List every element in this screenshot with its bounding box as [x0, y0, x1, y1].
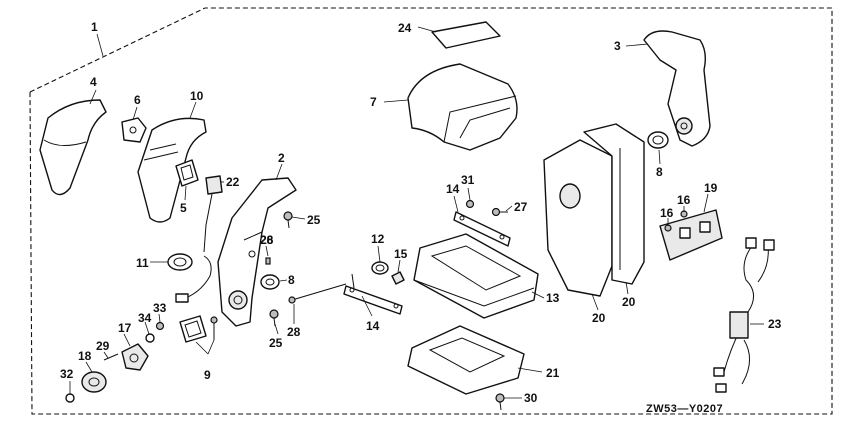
callout-8b: 8	[656, 165, 663, 179]
callout-20b: 20	[622, 295, 636, 309]
callout-21: 21	[546, 366, 560, 380]
part-cover-4	[39, 99, 107, 196]
callout-2: 2	[278, 151, 285, 165]
callout-26: 26	[260, 233, 274, 247]
callout-13: 13	[546, 291, 560, 305]
drawing-code: ZW53—Y0207	[646, 403, 723, 415]
callout-14a: 14	[446, 182, 460, 196]
callout-10: 10	[190, 89, 204, 103]
part-nut-33	[155, 321, 165, 331]
callout-labels: 1 2 3 4 5 6 7 8 8 9 10 11 12 13 14 14 15…	[60, 20, 782, 405]
callout-28a: 28	[260, 233, 274, 247]
part-grommet-11	[167, 253, 193, 271]
callout-19: 19	[704, 181, 718, 195]
part-cover-10	[137, 117, 207, 223]
part-pin-26	[265, 257, 271, 265]
part-tray-13	[413, 233, 539, 319]
callout-24: 24	[398, 21, 412, 35]
part-clip-6	[121, 117, 147, 143]
part-clamp-12	[371, 261, 389, 275]
callout-31: 31	[461, 173, 475, 187]
part-nut-31	[465, 199, 475, 209]
part-label-24	[431, 21, 501, 49]
leader-lines	[69, 26, 764, 399]
part-ring-8a	[260, 274, 280, 290]
callout-25a: 25	[307, 213, 321, 227]
part-top-cover-7	[407, 63, 518, 151]
part-switch-22	[203, 175, 223, 253]
part-panel-20a	[543, 139, 613, 297]
part-knob-18	[81, 371, 107, 393]
assembly-frame	[29, 7, 833, 415]
callout-22: 22	[226, 175, 240, 189]
callout-32: 32	[60, 367, 74, 381]
callout-17: 17	[118, 321, 132, 335]
part-bracket-14a	[453, 211, 511, 247]
callout-9: 9	[204, 368, 211, 382]
callout-18: 18	[78, 349, 92, 363]
part-pin-15	[391, 271, 405, 285]
callout-30: 30	[524, 391, 538, 405]
part-ring-8b	[647, 131, 669, 149]
callout-34: 34	[138, 311, 152, 325]
callout-1: 1	[91, 20, 98, 34]
callout-27: 27	[514, 200, 528, 214]
part-plate-9	[179, 315, 218, 343]
part-screw-25b	[269, 309, 279, 327]
callout-7: 7	[370, 95, 377, 109]
part-harness-23	[713, 237, 775, 393]
callout-4: 4	[90, 75, 97, 89]
callout-23: 23	[768, 317, 782, 331]
part-switch-panel-19	[659, 209, 723, 261]
callout-6: 6	[134, 93, 141, 107]
wire-connector-left	[175, 293, 189, 303]
part-washer-34	[145, 333, 155, 343]
part-bracket-14b	[343, 273, 403, 315]
part-cap-32	[65, 393, 75, 403]
part-bolt-28	[288, 283, 347, 304]
wire-harness-left	[179, 255, 212, 301]
part-bracket-17	[121, 343, 149, 371]
part-screw-30	[495, 393, 505, 411]
callout-14b: 14	[366, 319, 380, 333]
callout-12: 12	[371, 232, 385, 246]
callout-29: 29	[96, 339, 110, 353]
callout-8a: 8	[288, 273, 295, 287]
callout-28b: 28	[287, 325, 301, 339]
part-handle-3	[643, 30, 711, 147]
part-screw-25a	[283, 211, 293, 229]
callout-33: 33	[153, 301, 167, 315]
part-pin-29	[103, 353, 119, 361]
callout-20a: 20	[592, 311, 606, 325]
part-gasket-5	[175, 159, 199, 187]
part-gasket-21	[407, 325, 525, 395]
callout-11: 11	[136, 256, 149, 270]
callout-16a: 16	[660, 206, 674, 220]
part-panel-20b	[583, 123, 645, 285]
callout-16b: 16	[677, 193, 691, 207]
callout-25b: 25	[269, 336, 283, 350]
part-lever-housing-2	[217, 177, 297, 327]
part-screw-27	[491, 207, 508, 217]
callout-5: 5	[180, 201, 187, 215]
callout-3: 3	[614, 39, 621, 53]
callout-15: 15	[394, 247, 408, 261]
